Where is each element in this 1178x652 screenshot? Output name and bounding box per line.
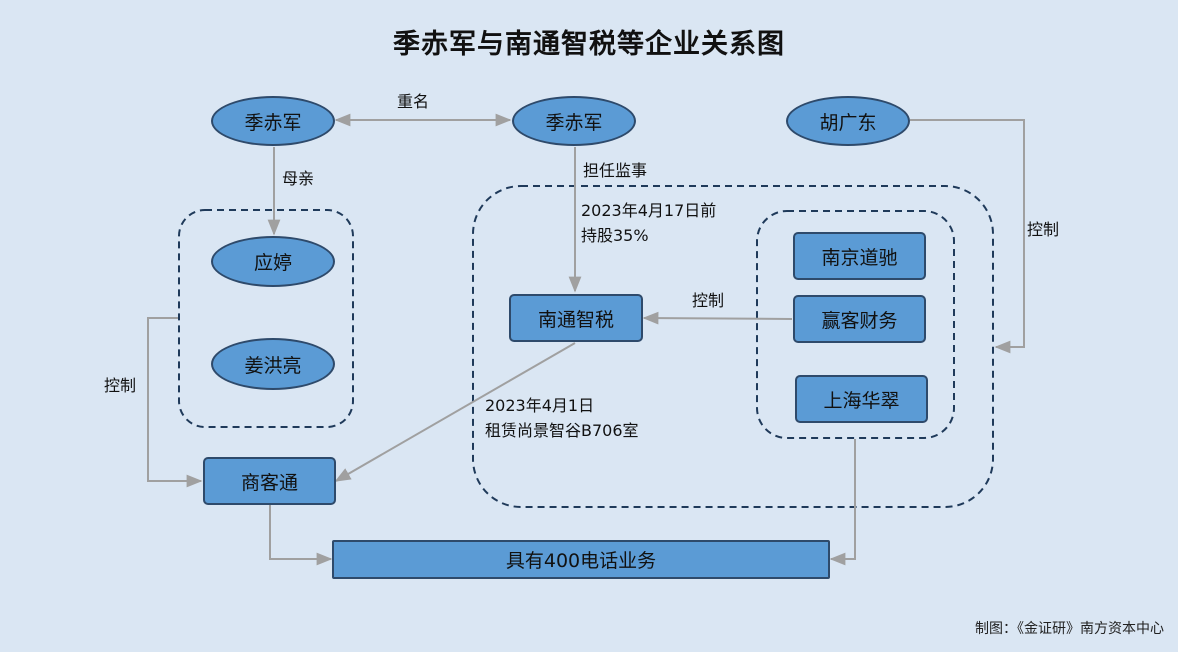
person-ji-chijun-right: 季赤军: [512, 96, 636, 146]
company-nantong-zhishui: 南通智税: [509, 294, 643, 342]
label-control-yingke: 控制: [692, 291, 725, 310]
company-yingke-caiwu: 赢客财务: [793, 295, 926, 343]
label-holding-date: 2023年4月17日前: [581, 201, 717, 220]
footer-credit: 制图：《金证研》南方资本中心: [975, 621, 1164, 637]
affiliate-group-box: [756, 210, 955, 439]
person-ji-chijun-left: 季赤军: [211, 96, 335, 146]
page-title: 季赤军与南通智税等企业关系图: [393, 29, 785, 60]
shangketong-phone-arrow: [269, 505, 333, 566]
family-control-arrow: [147, 317, 203, 488]
label-control-hu: 控制: [1027, 220, 1060, 239]
huacui-phone-arrow: [829, 439, 856, 566]
person-hu-guangdong: 胡广东: [786, 96, 910, 146]
phone-business-bar: 具有400电话业务: [332, 540, 830, 579]
label-holding-share: 持股35%: [581, 226, 649, 245]
company-group-box: [472, 185, 994, 508]
family-group-box: [178, 209, 354, 428]
label-lease-room: 租赁尚景智谷B706室: [485, 421, 639, 440]
yingke-control-arrow: [642, 311, 793, 325]
company-shanghai-huacui: 上海华翠: [795, 375, 928, 423]
label-mother: 母亲: [282, 169, 315, 188]
person-ying-ting: 应婷: [211, 236, 335, 287]
company-nanjing-daochi: 南京道驰: [793, 232, 926, 280]
label-supervisor: 担任监事: [583, 161, 648, 180]
person-jiang-hongliang: 姜洪亮: [211, 338, 335, 390]
lease-arrow: [334, 342, 576, 482]
label-lease-date: 2023年4月1日: [485, 396, 595, 415]
label-same-name: 重名: [397, 92, 430, 111]
company-shangketong: 商客通: [203, 457, 336, 505]
hu-control-arrow: [910, 119, 1025, 354]
label-control-family: 控制: [104, 376, 137, 395]
